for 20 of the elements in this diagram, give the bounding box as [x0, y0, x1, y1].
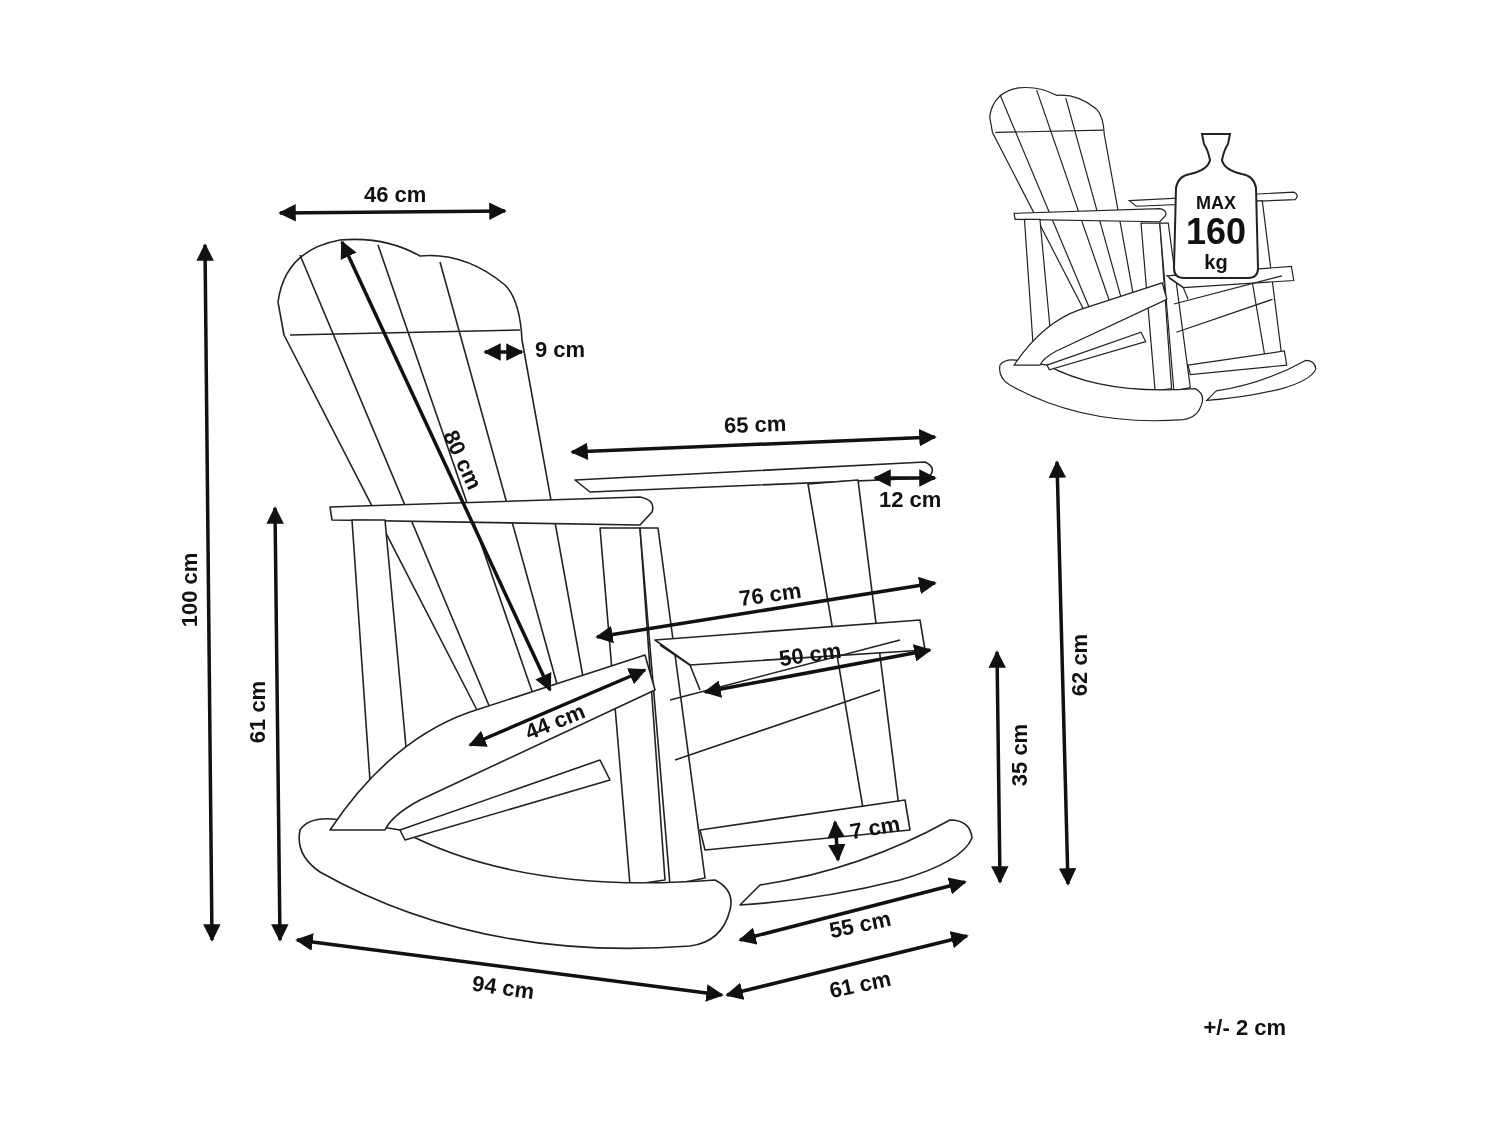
dimension-label: 12 cm — [879, 487, 942, 513]
dimension-label: +/- 2 cm — [1203, 1015, 1287, 1041]
weight-limit-text: MAX — [1195, 194, 1237, 212]
dimension-label: 61 cm — [827, 965, 894, 1005]
dimension-label: 50 cm — [777, 637, 843, 673]
dimension-label: 94 cm — [470, 970, 536, 1006]
dimension-label: 55 cm — [827, 905, 894, 945]
dimension-label: 76 cm — [737, 577, 803, 613]
dimension-label: 35 cm — [1007, 723, 1034, 787]
dimension-label: 65 cm — [723, 410, 787, 440]
dimension-label: 62 cm — [1067, 633, 1094, 697]
dimension-label: 7 cm — [848, 810, 903, 846]
dimension-label: 9 cm — [535, 337, 586, 363]
weight-limit-text: 160 — [1184, 214, 1248, 250]
dimension-label: 46 cm — [364, 182, 427, 208]
dimension-label: 100 cm — [176, 552, 203, 628]
dimension-label: 80 cm — [437, 426, 488, 494]
weight-limit-text: kg — [1203, 252, 1229, 272]
dimension-label: 44 cm — [521, 698, 589, 746]
dimension-label: 61 cm — [245, 680, 272, 744]
